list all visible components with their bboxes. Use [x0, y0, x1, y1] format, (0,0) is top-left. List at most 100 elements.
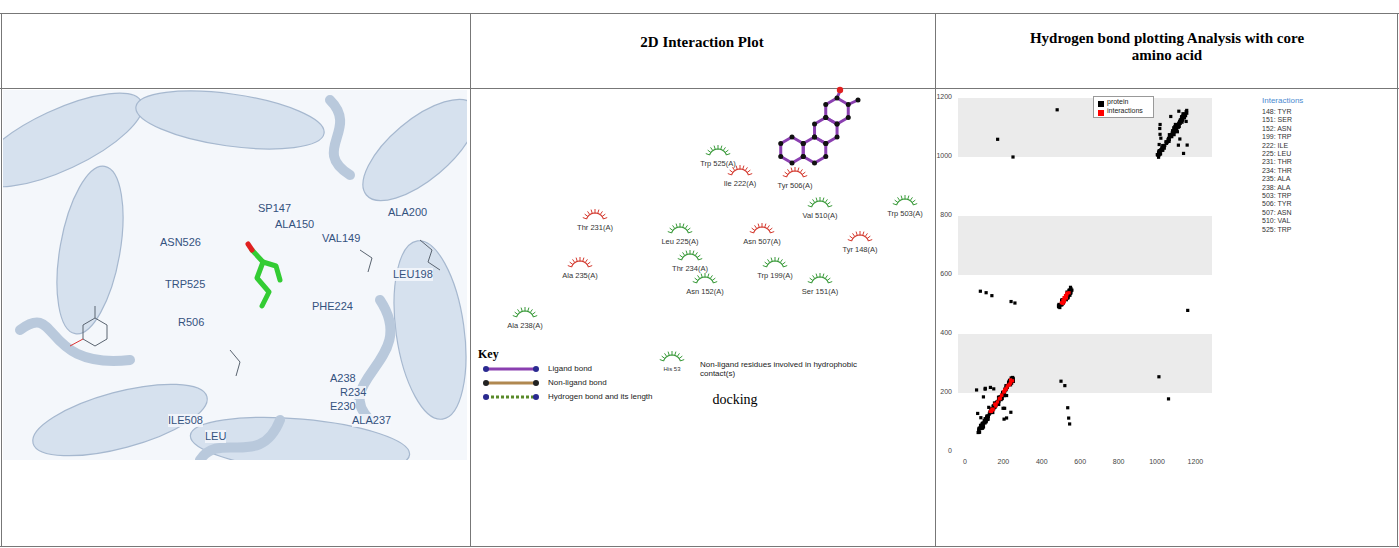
arc-spoke: [693, 282, 697, 283]
legend-swatch: [1098, 101, 1104, 107]
helix: [132, 90, 327, 159]
key-atom: [483, 380, 489, 386]
protein-point: [1171, 129, 1174, 132]
arc-spoke: [893, 204, 897, 205]
arc-spoke: [771, 258, 772, 262]
arc-spoke: [750, 232, 754, 233]
arc-spoke: [568, 266, 572, 267]
ligand-atom: [835, 122, 840, 127]
arc-spoke: [823, 198, 824, 202]
protein-point: [1180, 115, 1183, 118]
ligand-atom: [801, 141, 806, 146]
arc-spoke: [668, 352, 669, 356]
interaction-item: 231: THR: [1262, 158, 1292, 166]
arc-spoke: [676, 224, 677, 228]
arc-spoke: [778, 258, 779, 262]
residue-label: His 53: [663, 366, 680, 373]
protein-point: [1177, 144, 1180, 147]
residue-label: ALA237: [352, 414, 391, 427]
arc-spoke: [695, 252, 697, 255]
arc-spoke: [521, 308, 522, 312]
arc-spoke: [825, 275, 827, 278]
protein-point: [1171, 130, 1174, 133]
scatter-chart: [958, 97, 1212, 435]
interaction-point: [996, 400, 999, 403]
arc-spoke: [860, 231, 861, 235]
key-line-sample: [486, 368, 536, 371]
arc-spoke: [905, 195, 906, 199]
hydrophobic-arc: [706, 145, 730, 155]
residue-label: ALA150: [275, 218, 314, 231]
residue-stick: [230, 350, 240, 376]
axis-tick: 600: [940, 270, 952, 278]
arc-spoke: [698, 275, 700, 278]
protein-point: [986, 415, 989, 418]
protein-point: [984, 387, 987, 390]
arc-spoke: [598, 210, 599, 214]
ligand-atom: [801, 154, 806, 159]
arc-spoke: [865, 233, 867, 236]
protein-point: [1170, 133, 1173, 136]
arc-spoke: [668, 232, 672, 233]
arc-spoke: [775, 257, 776, 261]
residue-ring: [83, 318, 107, 346]
arc-spoke: [530, 309, 532, 312]
arc-spoke: [762, 223, 763, 227]
arc-spoke: [726, 154, 730, 155]
arc-spoke: [711, 147, 713, 150]
protein-point: [979, 416, 982, 419]
helix: [347, 90, 467, 218]
arc-spoke: [588, 266, 592, 267]
arc-spoke: [697, 255, 700, 257]
axis-tick: 1200: [936, 93, 952, 101]
axis-tick: 400: [940, 329, 952, 337]
legend-text: protein: [1107, 98, 1128, 106]
protein-point: [990, 294, 993, 297]
arc-spoke: [863, 232, 864, 236]
arc-spoke: [912, 200, 915, 202]
arc-spoke: [603, 218, 607, 219]
protein-point: [1167, 140, 1170, 143]
arc-spoke: [745, 167, 747, 170]
ligand-atom: [823, 115, 828, 120]
arc-spoke: [828, 206, 832, 207]
arc-spoke: [816, 198, 817, 202]
axis-tick: 200: [940, 388, 952, 396]
hydrophobic-arc: [808, 197, 832, 207]
helix: [46, 161, 135, 339]
arc-spoke: [513, 316, 517, 317]
arc-spoke: [910, 197, 912, 200]
arc-spoke: [687, 228, 690, 230]
arc-spoke: [683, 252, 685, 255]
residue-stick: [420, 240, 440, 270]
arc-spoke: [743, 166, 744, 170]
arc-spoke: [736, 166, 737, 170]
arc-spoke: [713, 282, 717, 283]
arc-spoke: [913, 204, 917, 205]
ligand-oxygen: [248, 244, 252, 250]
arc-spoke: [795, 167, 796, 171]
protein-point: [1063, 384, 1066, 387]
arc-spoke: [677, 353, 679, 356]
protein-point: [1157, 156, 1160, 159]
arc-spoke: [583, 258, 584, 262]
arc-spoke: [570, 262, 573, 264]
residue-label: Leu 225(A): [661, 238, 698, 247]
residue-label: VAL149: [322, 232, 360, 245]
table-rule: [0, 546, 1399, 547]
ligand-atom: [790, 135, 795, 140]
protein-point: [1183, 116, 1186, 119]
protein-point: [1004, 388, 1007, 391]
hydrophobic-arc: [763, 257, 787, 267]
axis-tick: 0: [963, 458, 967, 466]
arc-spoke: [908, 196, 909, 200]
arc-spoke: [765, 224, 766, 228]
helix: [188, 410, 412, 460]
protein-point: [1171, 132, 1174, 135]
ligand-atom: [801, 154, 806, 159]
residue-label: ASN526: [160, 236, 201, 249]
protein-point: [1002, 418, 1005, 421]
residue-label: Trp 199(A): [757, 272, 793, 281]
protein-point: [1067, 416, 1070, 419]
